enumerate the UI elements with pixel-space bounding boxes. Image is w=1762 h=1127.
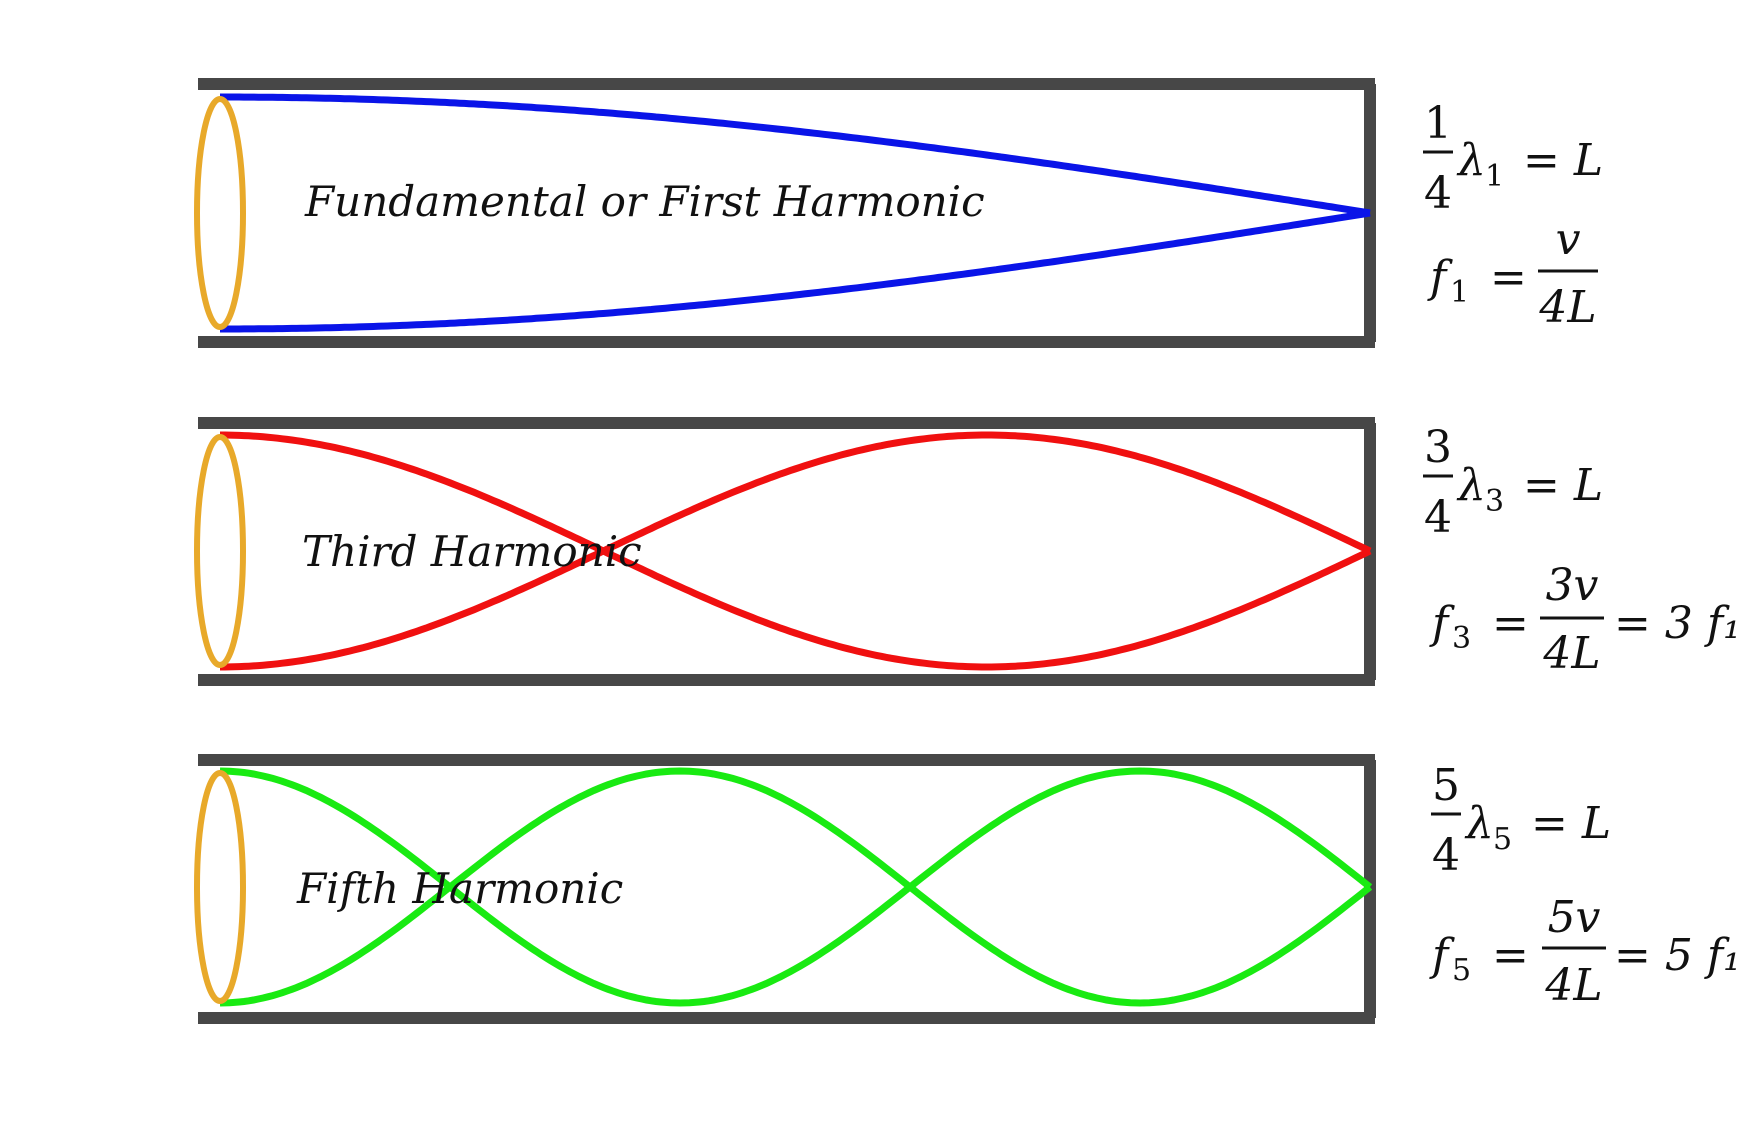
- equals-sign: =: [1492, 598, 1529, 649]
- wavelength-equation: 5 4 λ 5 = L: [1431, 760, 1611, 881]
- panel-label: Fundamental or First Harmonic: [304, 177, 985, 226]
- open-end-ring: [194, 434, 246, 668]
- open-end-ring: [194, 96, 246, 330]
- lambda-subscript: 1: [1485, 159, 1504, 194]
- wave-curve-lower: [220, 209, 1371, 333]
- wave-curve-lower: [220, 431, 1372, 671]
- panel-first-harmonic: Fundamental or First Harmonic 1 4 λ 1 = …: [194, 78, 1603, 348]
- wave-curve-upper: [220, 431, 1372, 671]
- panel-third-harmonic: Third Harmonic 3 4 λ 3 = L f 3 = 3v 4L =…: [194, 417, 1741, 686]
- wave-curve-upper: [219, 767, 1373, 1007]
- fraction-denominator: 4: [1424, 168, 1452, 219]
- panel-label: Fifth Harmonic: [296, 864, 623, 913]
- fraction-denominator: 4L: [1542, 628, 1600, 679]
- open-end-ring: [194, 770, 246, 1004]
- frequency-tail: = 3 f₁: [1614, 598, 1741, 649]
- wave-curve-upper: [220, 93, 1371, 217]
- fraction-numerator: 5v: [1548, 892, 1601, 943]
- equals-sign: =: [1492, 930, 1529, 981]
- panel-fifth-harmonic: Fifth Harmonic 5 4 λ 5 = L f 5 = 5v 4L =…: [194, 754, 1741, 1024]
- wave-curve-lower: [219, 767, 1373, 1007]
- fraction-numerator: 1: [1424, 98, 1452, 149]
- equals-length: = L: [1531, 798, 1611, 849]
- frequency-tail: = 5 f₁: [1614, 930, 1741, 981]
- fraction-denominator: 4: [1424, 492, 1452, 543]
- lambda-subscript: 5: [1493, 822, 1512, 857]
- wavelength-equation: 1 4 λ 1 = L: [1423, 98, 1603, 219]
- frequency-equation: f 3 = 3v 4L = 3 f₁: [1429, 560, 1741, 679]
- lambda-symbol: λ: [1456, 460, 1486, 511]
- equals-sign: =: [1490, 252, 1527, 303]
- lambda-symbol: λ: [1456, 135, 1486, 186]
- fraction-numerator: 3v: [1546, 560, 1599, 611]
- wavelength-equation: 3 4 λ 3 = L: [1423, 422, 1603, 543]
- equals-length: = L: [1523, 460, 1603, 511]
- fraction-denominator: 4L: [1538, 282, 1596, 333]
- lambda-symbol: λ: [1464, 798, 1494, 849]
- fraction-numerator: 5: [1432, 760, 1460, 811]
- panel-label: Third Harmonic: [302, 527, 642, 576]
- equals-length: = L: [1523, 135, 1603, 186]
- fraction-denominator: 4: [1432, 830, 1460, 881]
- frequency-equation: f 1 = v 4L: [1427, 214, 1598, 333]
- lambda-subscript: 3: [1485, 484, 1504, 519]
- fraction-numerator: v: [1556, 214, 1581, 265]
- fraction-numerator: 3: [1424, 422, 1452, 473]
- frequency-subscript: 5: [1452, 953, 1471, 988]
- fraction-denominator: 4L: [1544, 960, 1602, 1011]
- frequency-equation: f 5 = 5v 4L = 5 f₁: [1429, 892, 1741, 1011]
- frequency-subscript: 3: [1452, 621, 1471, 656]
- frequency-subscript: 1: [1450, 275, 1469, 310]
